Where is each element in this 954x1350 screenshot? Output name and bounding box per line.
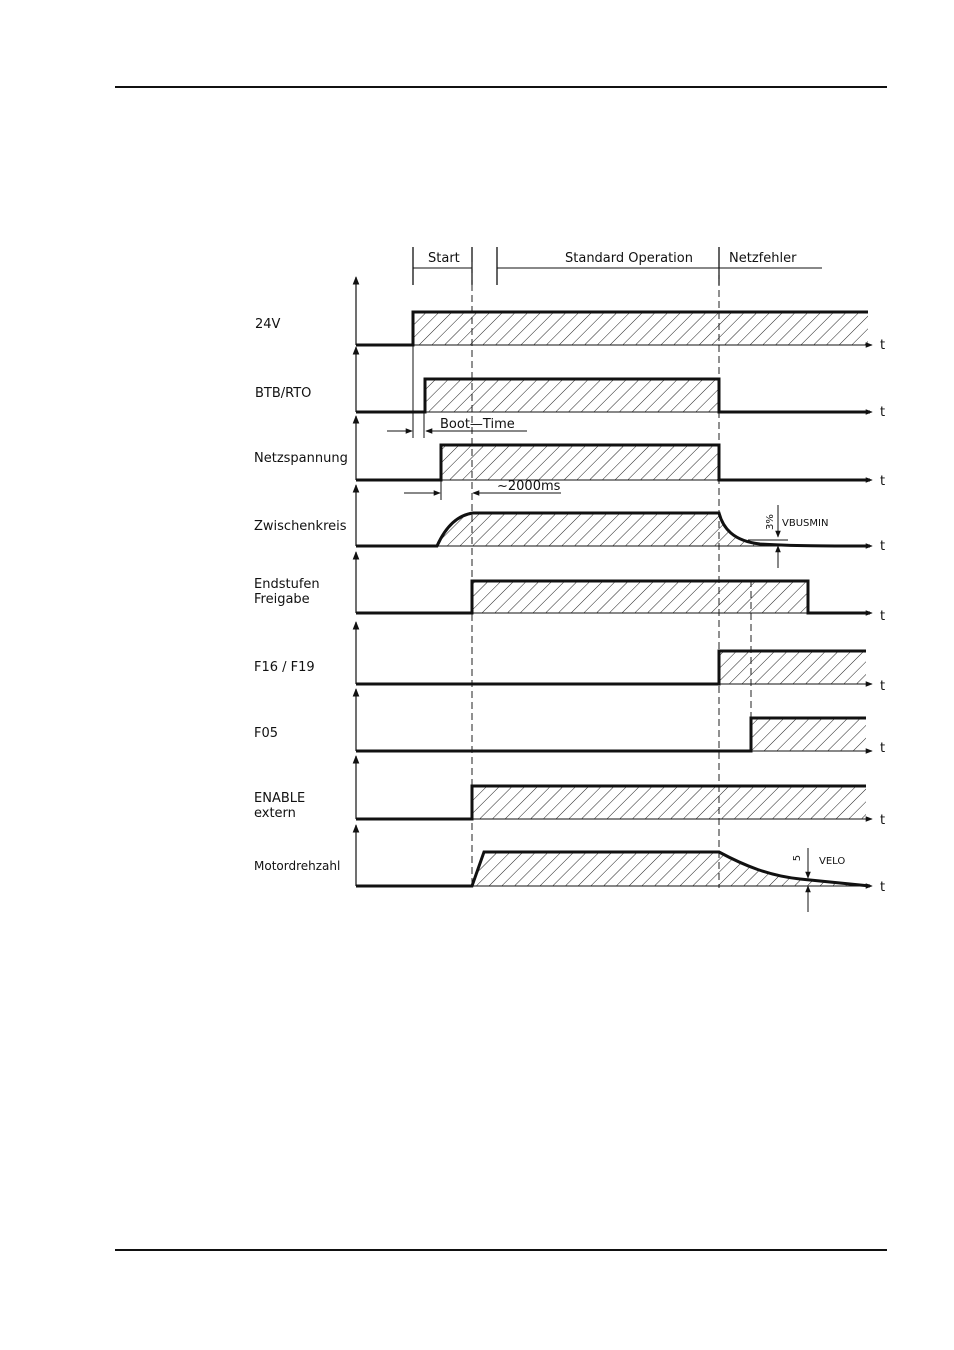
btb-rto-active-fill [425,379,719,412]
endstufen-freigabe-active-fill [472,581,808,613]
enable-extern-label-0: ENABLE [254,791,305,806]
signal-row-24v: 24V t [255,276,885,353]
signal-row-netzspannung: Netzspannung t [254,415,885,489]
zwischenkreis-t-label: t [880,539,885,554]
footer-rule [115,1249,887,1251]
motordrehzahl-trace [356,850,871,888]
f05-label-0: F05 [254,726,278,741]
vbusmin-label: VBUSMIN [782,518,828,529]
netzspannung-active-fill [441,445,719,480]
zwischenkreis-active-fill [437,513,868,546]
f05-t-label: t [880,741,885,756]
f05-trace [356,716,866,753]
netzspannung-label-0: Netzspannung [254,451,348,466]
motordrehzahl-active-fill [472,852,868,886]
enable-extern-t-label: t [880,813,885,828]
signal-row-btb-rto: BTB/RTO t [255,346,885,420]
f16-f19-active-fill [719,651,866,684]
ms2000-annotation: ~2000ms [404,479,561,500]
netzspannung-trace [356,443,870,482]
header-rule [115,86,887,88]
endstufen-freigabe-trace [356,579,870,615]
boot-time-annotation: Boot—Time [387,346,527,438]
f16-f19-trace [356,649,866,686]
signal-row-f16-f19: F16 / F19 t [254,621,885,694]
phase-start-label: Start [428,251,460,266]
phase-header: Start Standard Operation Netzfehler [412,247,822,285]
24v-label-0: 24V [255,317,281,332]
enable-extern-active-fill [472,786,866,819]
phase-netzfehler-label: Netzfehler [729,251,797,266]
endstufen-freigabe-label-1: Freigabe [254,592,310,607]
velo-annotation: 5 VELO [792,848,845,912]
signal-rows: 24VtBTB/RTOtNetzspannungtZwischenkreistE… [254,276,885,895]
pct3-label: 3% [765,514,776,530]
24v-active-fill [413,312,868,345]
zwischenkreis-label-0: Zwischenkreis [254,519,347,534]
motordrehzahl-t-label: t [880,880,885,895]
vbusmin-annotation: 3% VBUSMIN [748,505,828,568]
signal-row-zwischenkreis: Zwischenkreis t [254,484,885,554]
f16-f19-label-0: F16 / F19 [254,660,315,675]
velo-label: VELO [819,856,845,867]
24v-t-label: t [880,338,885,353]
f05-active-fill [751,718,866,751]
ms2000-label: ~2000ms [497,479,561,494]
netzspannung-t-label: t [880,474,885,489]
endstufen-freigabe-label-0: Endstufen [254,577,320,592]
f16-f19-t-label: t [880,679,885,694]
enable-extern-trace [356,784,866,821]
endstufen-freigabe-t-label: t [880,609,885,624]
boot-time-label: Boot—Time [440,417,515,432]
btb-rto-label-0: BTB/RTO [255,386,311,401]
enable-extern-label-1: extern [254,806,296,821]
motordrehzahl-label-0: Motordrehzahl [254,859,340,873]
btb-rto-t-label: t [880,405,885,420]
five-label: 5 [792,855,803,861]
zwischenkreis-trace [356,511,871,548]
signal-row-f05: F05 t [254,688,885,756]
24v-trace [356,310,868,347]
signal-row-motordrehzahl: Motordrehzahl t [254,824,885,895]
phase-standard-label: Standard Operation [565,251,693,266]
